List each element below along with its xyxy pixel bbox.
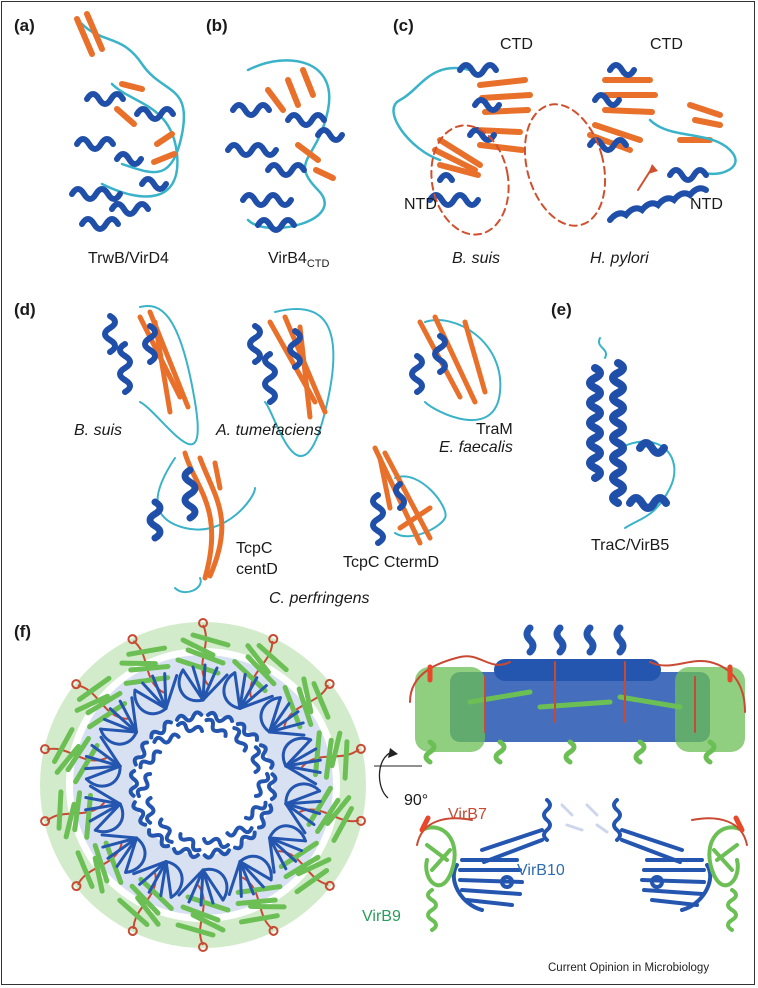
- caption-virb4-main: VirB4: [268, 250, 307, 267]
- tcpc-centd-structure: [146, 450, 256, 594]
- caption-trac-virb5: TraC/VirB5: [591, 537, 670, 554]
- label-virb10: VirB10: [517, 862, 565, 879]
- caption-virb4-sub: CTD: [306, 258, 330, 270]
- journal-credit: Current Opinion in Microbiology: [548, 962, 710, 974]
- panel-label-f: (f): [14, 622, 31, 641]
- rotation-arrow-icon: [374, 748, 422, 799]
- rotation-label: 90°: [404, 792, 429, 809]
- caption-d-b-suis: B. suis: [74, 422, 123, 439]
- core-complex-side-view: [409, 624, 746, 765]
- label-virb7: VirB7: [448, 806, 487, 823]
- caption-h-pylori: H. pylori: [590, 250, 649, 267]
- label-ctd-b-suis: CTD: [500, 36, 533, 53]
- panel-label-b: (b): [206, 16, 228, 35]
- b-suis-domain-structure: [102, 305, 199, 446]
- a-tumefaciens-structure: [247, 308, 335, 458]
- core-complex-top-view: [38, 620, 368, 950]
- label-ntd-b-suis: NTD: [404, 196, 437, 213]
- caption-a-tumefaciens: A. tumefaciens: [216, 422, 322, 439]
- caption-tcpc-1: TcpC: [236, 540, 273, 557]
- tcpc-ctermd-structure: [370, 445, 447, 546]
- label-ntd-h-pylori: NTD: [690, 196, 723, 213]
- caption-centd: centD: [236, 561, 278, 578]
- label-virb9: VirB9: [362, 908, 401, 925]
- tram-structure: [409, 314, 502, 422]
- caption-virb4-ctd: VirB4CTD: [268, 250, 329, 270]
- core-complex-cross-section: [416, 798, 748, 932]
- virb4-ctd-structure: [225, 59, 345, 233]
- caption-tram: TraM: [476, 421, 513, 438]
- panel-label-c: (c): [393, 16, 414, 35]
- caption-c-perfringens: C. perfringens: [269, 590, 370, 607]
- panel-label-a: (a): [14, 16, 35, 35]
- label-ctd-h-pylori: CTD: [650, 36, 683, 53]
- caption-tcpc-ctermd: TcpC CtermD: [343, 554, 440, 571]
- trwb-virD4-structure: [69, 11, 186, 232]
- panel-label-d: (d): [14, 300, 36, 319]
- caption-trwb-virD4: TrwB/VirD4: [88, 250, 169, 267]
- caption-e-faecalis: E. faecalis: [439, 439, 513, 456]
- caption-b-suis-c: B. suis: [452, 250, 501, 267]
- panel-label-e: (e): [551, 300, 572, 319]
- trac-virb5-structure: [586, 337, 676, 529]
- virb8-structures: [392, 62, 737, 236]
